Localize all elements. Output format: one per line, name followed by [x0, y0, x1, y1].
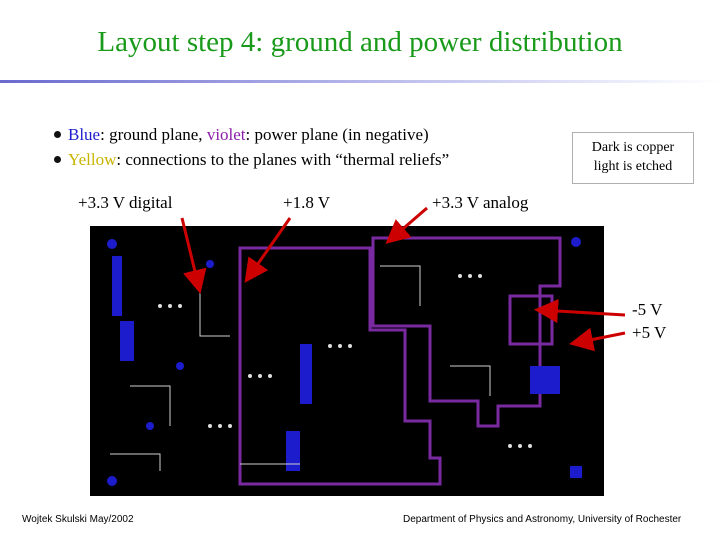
label-3v3-analog: +3.3 V analog: [432, 193, 529, 212]
bullet-dot-icon: [54, 156, 61, 163]
pcb-layout-image: [90, 226, 604, 496]
blue-word: Blue: [68, 125, 101, 144]
footer-author: Wojtek Skulski May/2002: [22, 514, 134, 525]
power-plane-outlines: [238, 236, 562, 486]
copper-note-box: Dark is copper light is etched: [572, 132, 694, 184]
title-underline: [0, 80, 720, 83]
bullet-text: : connections to the planes with “therma…: [116, 150, 450, 169]
component-pads: [158, 274, 532, 448]
arrow-3v3-digital: [180, 217, 207, 294]
pcb-board: [90, 226, 604, 496]
label-plus-5v: +5 V: [632, 323, 667, 342]
bullet-dot-icon: [54, 131, 61, 138]
yellow-word: Yellow: [68, 150, 117, 169]
arrow-1v8: [244, 217, 292, 283]
bullet-item-connections: Yellow : connections to the planes with …: [54, 147, 449, 172]
slide-title: Layout step 4: ground and power distribu…: [97, 26, 623, 58]
note-line: Dark is copper: [591, 140, 675, 155]
bullet-item-ground-power: Blue : ground plane, violet : power plan…: [54, 122, 449, 147]
label-1v8: +1.8 V: [283, 193, 331, 212]
arrow-3v3-analog: [385, 206, 428, 244]
bullet-list: Blue : ground plane, violet : power plan…: [54, 122, 449, 172]
label-3v3-digital: +3.3 V digital: [78, 193, 173, 212]
arrow-plus-5v: [569, 327, 626, 352]
bullet-text: : ground plane,: [100, 125, 207, 144]
footer-department: Department of Physics and Astronomy, Uni…: [403, 514, 682, 525]
violet-word: violet: [206, 125, 246, 144]
bullet-text: : power plane (in negative): [245, 125, 429, 144]
arrow-minus-5v: [534, 299, 626, 324]
ground-pads: [107, 237, 582, 486]
etched-traces: [110, 265, 491, 471]
label-minus-5v: -5 V: [632, 300, 663, 319]
note-line: light is etched: [593, 159, 673, 174]
